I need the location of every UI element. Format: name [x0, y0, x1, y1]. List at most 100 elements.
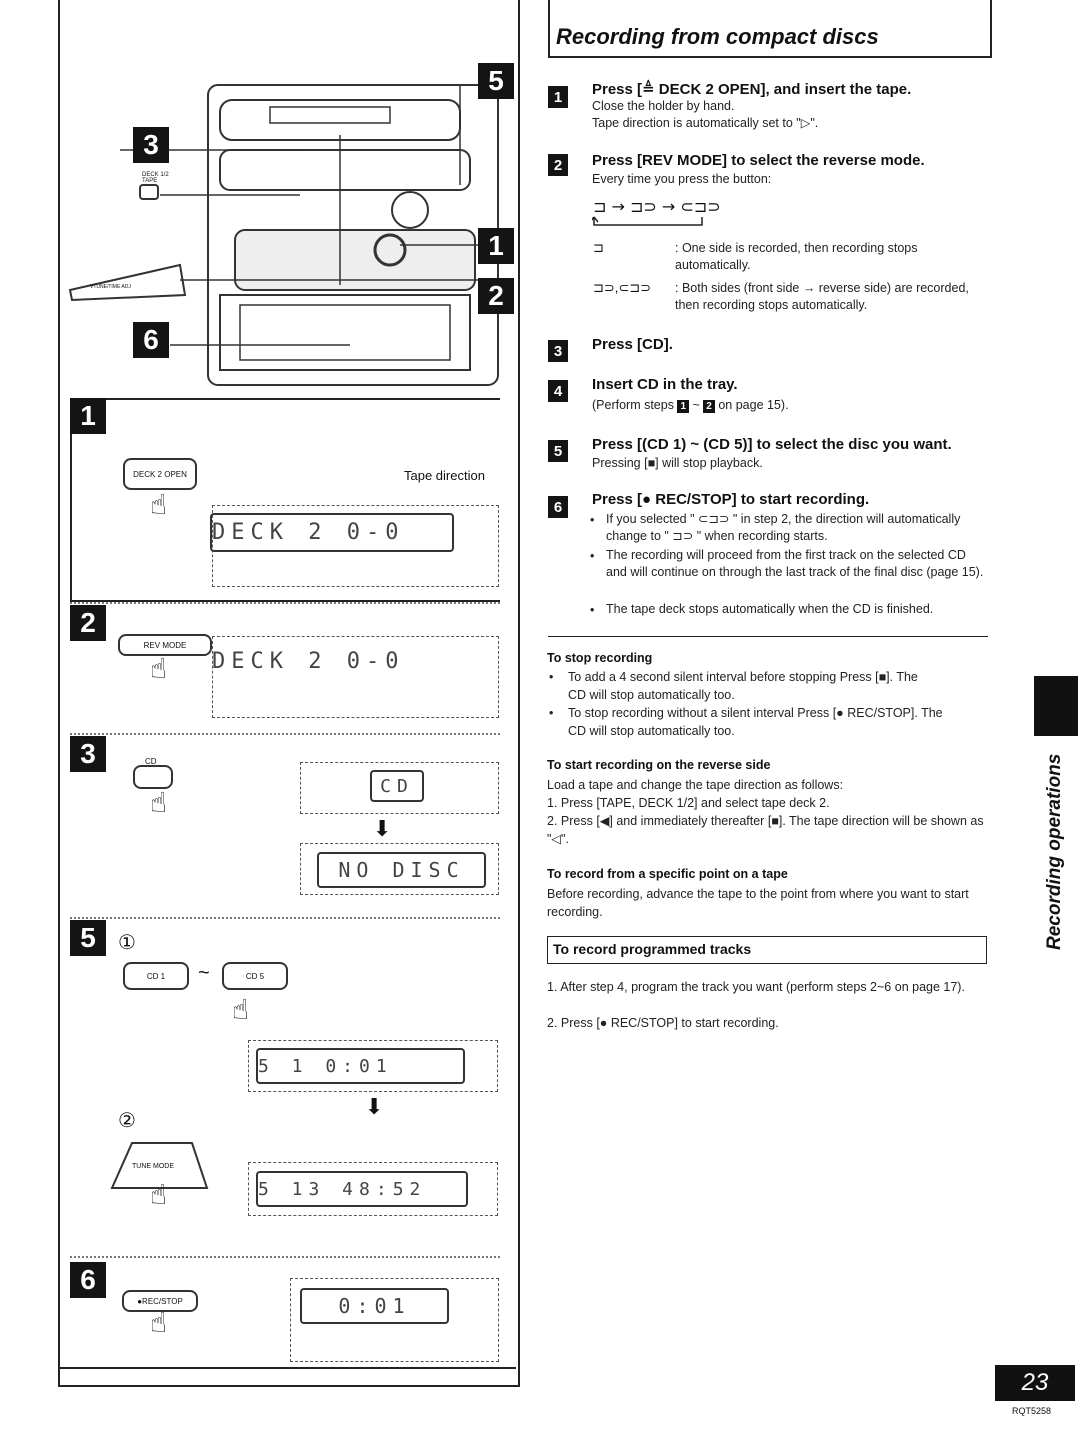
side-tab-block — [1034, 676, 1078, 736]
step-4-text: (Perform steps — [592, 398, 674, 412]
illustration-column — [58, 0, 520, 1387]
reverse-side-item: 1. Press [TAPE, DECK 1/2] and select tap… — [547, 796, 830, 810]
bullet-dot: • — [590, 513, 595, 527]
deck2-open-button[interactable]: DECK 2 OPEN — [123, 458, 197, 490]
step-2-number: 2 — [548, 154, 568, 176]
specific-point-heading: To record from a specific point on a tap… — [547, 867, 788, 881]
callout-step: 6 — [133, 322, 169, 358]
hand-press-icon: ☝ — [150, 787, 168, 818]
page-title: Recording from compact discs — [556, 24, 879, 49]
panel-1-number: 1 — [70, 398, 106, 434]
programmed-item: 1. After step 4, program the track you w… — [547, 980, 965, 994]
lcd-display: NO DISC — [317, 852, 486, 888]
lcd-display: 0:01 — [300, 1288, 449, 1324]
cd1-button[interactable]: CD 1 — [123, 962, 189, 990]
tune-button-label: VTUNE/TIME ADJ — [90, 284, 131, 290]
panel-2-number: 2 — [70, 605, 106, 641]
one-side-symbol: ⊐ — [593, 240, 604, 255]
programmed-heading: To record programmed tracks — [553, 941, 752, 957]
step-5-number: 5 — [548, 440, 568, 462]
reverse-side-intro: Load a tape and change the tape directio… — [547, 778, 844, 792]
document-code: RQT5258 — [1012, 1406, 1052, 1416]
step-6-bullet: The tape deck stops automatically when t… — [606, 602, 934, 616]
step-6-heading: Press [● REC/STOP] to start recording. — [592, 491, 870, 508]
bullet-dot: • — [590, 549, 595, 563]
one-side-description: : One side is recorded, then recording s… — [675, 241, 918, 272]
hand-press-icon: ☝ — [150, 653, 168, 684]
tune-mode-label: TUNE MODE — [132, 1163, 174, 1170]
specific-point-body: Before recording, advance the tape to th… — [547, 887, 969, 919]
step-1-number: 1 — [548, 86, 568, 108]
step-6-bullet: If you selected " ⊂⊐⊃ " in step 2, the d… — [606, 512, 961, 543]
hand-press-icon: ☝ — [150, 489, 168, 520]
sequence-loop-arrow — [592, 216, 703, 226]
circled-two: ② — [118, 1110, 136, 1132]
step-5-line: Pressing [■] will stop playback. — [592, 456, 763, 470]
panel-6-number: 6 — [70, 1262, 106, 1298]
rev-mode-button[interactable]: REV MODE — [118, 634, 212, 656]
display-frame — [300, 762, 499, 814]
separator — [70, 733, 500, 735]
callout-step: 2 — [478, 278, 514, 314]
display-frame — [248, 1040, 498, 1092]
lcd-display: 5 1 0:01 — [256, 1048, 465, 1084]
both-sides-symbol: ⊐⊃,⊂⊐⊃ — [593, 280, 652, 295]
hand-press-icon: ☝ — [150, 1307, 168, 1338]
step-1-line: Tape direction is automatically set to "… — [592, 116, 819, 130]
stop-recording-item: To stop recording without a silent inter… — [568, 706, 943, 738]
tape-direction-label: Tape direction — [404, 468, 485, 483]
step-1-heading: Press [≜ DECK 2 OPEN], and insert the ta… — [592, 81, 912, 98]
rec-stop-button[interactable]: ●REC/STOP — [122, 1290, 198, 1312]
cd5-button[interactable]: CD 5 — [222, 962, 288, 990]
step-4-tilde: ~ — [692, 398, 700, 412]
ref-step-1: 1 — [677, 400, 690, 413]
tape-button-label: DECK 1/2 TAPE — [142, 172, 169, 184]
step-5-heading: Press [(CD 1) ~ (CD 5)] to select the di… — [592, 436, 952, 453]
separator — [70, 1256, 500, 1258]
callout-step: 5 — [478, 63, 514, 99]
step-4-heading: Insert CD in the tray. — [592, 376, 738, 393]
step-2-line: Every time you press the button: — [592, 172, 772, 186]
side-tab-label: Recording operations — [1044, 753, 1065, 950]
lcd-display: 5 13 48:52 — [256, 1171, 468, 1207]
step-1-line: Close the holder by hand. — [592, 99, 735, 113]
panel-5-number: 5 — [70, 920, 106, 956]
page-number: 23 — [995, 1365, 1075, 1401]
stop-recording-item: To add a 4 second silent interval before… — [568, 670, 918, 702]
lcd-display: CD — [370, 770, 424, 802]
step-4-text-end: on page 15). — [718, 398, 789, 412]
rev-mode-sequence: ⊐ → ⊐⊃ → ⊂⊐⊃ — [593, 197, 721, 216]
arrow-down-icon: ⬇ — [373, 816, 392, 841]
programmed-item: 2. Press [● REC/STOP] to start recording… — [547, 1016, 779, 1030]
separator — [70, 917, 500, 919]
step-6-bullet: The recording will proceed from the firs… — [606, 548, 984, 579]
callout-step: 3 — [133, 127, 169, 163]
display-frame — [300, 843, 499, 895]
separator — [70, 602, 500, 604]
step-6-number: 6 — [548, 496, 568, 518]
panel-bottom-rule — [58, 1367, 516, 1369]
stereo-system-drawing — [68, 84, 499, 386]
step-3-number: 3 — [548, 340, 568, 362]
display-frame — [212, 505, 499, 587]
hand-press-icon: ☝ — [150, 1179, 168, 1210]
tilde-separator: ~ — [198, 962, 210, 984]
tune-mode-button[interactable] — [102, 1138, 212, 1193]
lcd-display: DECK 2 0-0 — [210, 513, 454, 552]
bullet-dot: • — [590, 603, 595, 617]
step-3-heading: Press [CD]. — [592, 336, 673, 353]
display-frame — [212, 636, 499, 718]
title-box — [548, 0, 992, 58]
both-sides-description: : Both sides (front side → reverse side)… — [675, 281, 969, 312]
circled-one: ① — [118, 932, 136, 954]
display-frame — [248, 1162, 498, 1216]
panel-step-1 — [70, 398, 500, 602]
callout-step: 1 — [478, 228, 514, 264]
panel-3-number: 3 — [70, 736, 106, 772]
reverse-side-item: 2. Press [◀] and immediately thereafter … — [547, 814, 984, 846]
step-4-line: (Perform steps 1 ~ 2 on page 15). — [592, 397, 987, 414]
cd-button[interactable] — [133, 765, 173, 789]
cd-button-label: CD — [145, 757, 157, 766]
section-divider — [548, 636, 988, 637]
reverse-side-heading: To start recording on the reverse side — [547, 758, 771, 772]
